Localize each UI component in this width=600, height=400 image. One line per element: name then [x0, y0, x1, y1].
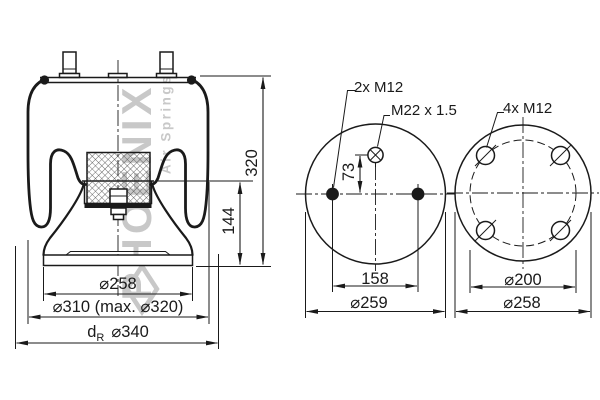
dim-label-bottom-diameter: ⌀258	[503, 293, 541, 312]
callout-4x-m12: 4x M12	[503, 100, 553, 117]
dim-label-lobe-diameter: ⌀310 (max. ⌀320)	[52, 297, 184, 316]
stud-m12-left	[326, 187, 339, 201]
dim-label-bolt-circle-diameter: ⌀200	[504, 270, 542, 289]
dimension-lines-side	[16, 77, 266, 346]
bellows-outline-left	[26, 77, 87, 229]
dim-label-piston-height: 144	[219, 207, 238, 235]
dim-label-fitting-offset: 73	[339, 162, 358, 182]
bolt-hole	[549, 144, 572, 167]
leader-4x-m12	[486, 112, 504, 148]
bellows-outline-right	[149, 77, 210, 229]
side-view	[15, 51, 271, 349]
extension-lines-side	[15, 75, 271, 349]
bolt-hole	[474, 144, 497, 167]
top-view	[296, 90, 455, 318]
leader-m22	[377, 115, 390, 147]
leader-2x-m12	[333, 90, 355, 188]
piston-base	[42, 251, 194, 267]
dim-label-rim-diameter: dR⌀340	[87, 322, 149, 344]
dim-label-plate-diameter: ⌀259	[350, 293, 388, 312]
dim-label-base-diameter: ⌀258	[99, 274, 137, 293]
air-fitting-m22	[367, 146, 384, 167]
callout-m22-fitting: M22 x 1.5	[391, 102, 457, 119]
bolt-hole	[549, 219, 572, 242]
callout-2x-m12: 2x M12	[354, 79, 404, 96]
mounting-stud-left	[58, 51, 81, 79]
center-bolt	[109, 188, 128, 221]
bolt-hole	[474, 219, 497, 242]
piston-skirt-right	[151, 183, 194, 257]
piston-skirt-left	[42, 183, 85, 257]
bottom-view	[447, 112, 599, 318]
stud-m12-right	[411, 187, 425, 201]
dim-label-total-height: 320	[242, 149, 261, 177]
mounting-stud-right	[155, 51, 178, 79]
dim-label-stud-spacing: 158	[361, 269, 389, 288]
